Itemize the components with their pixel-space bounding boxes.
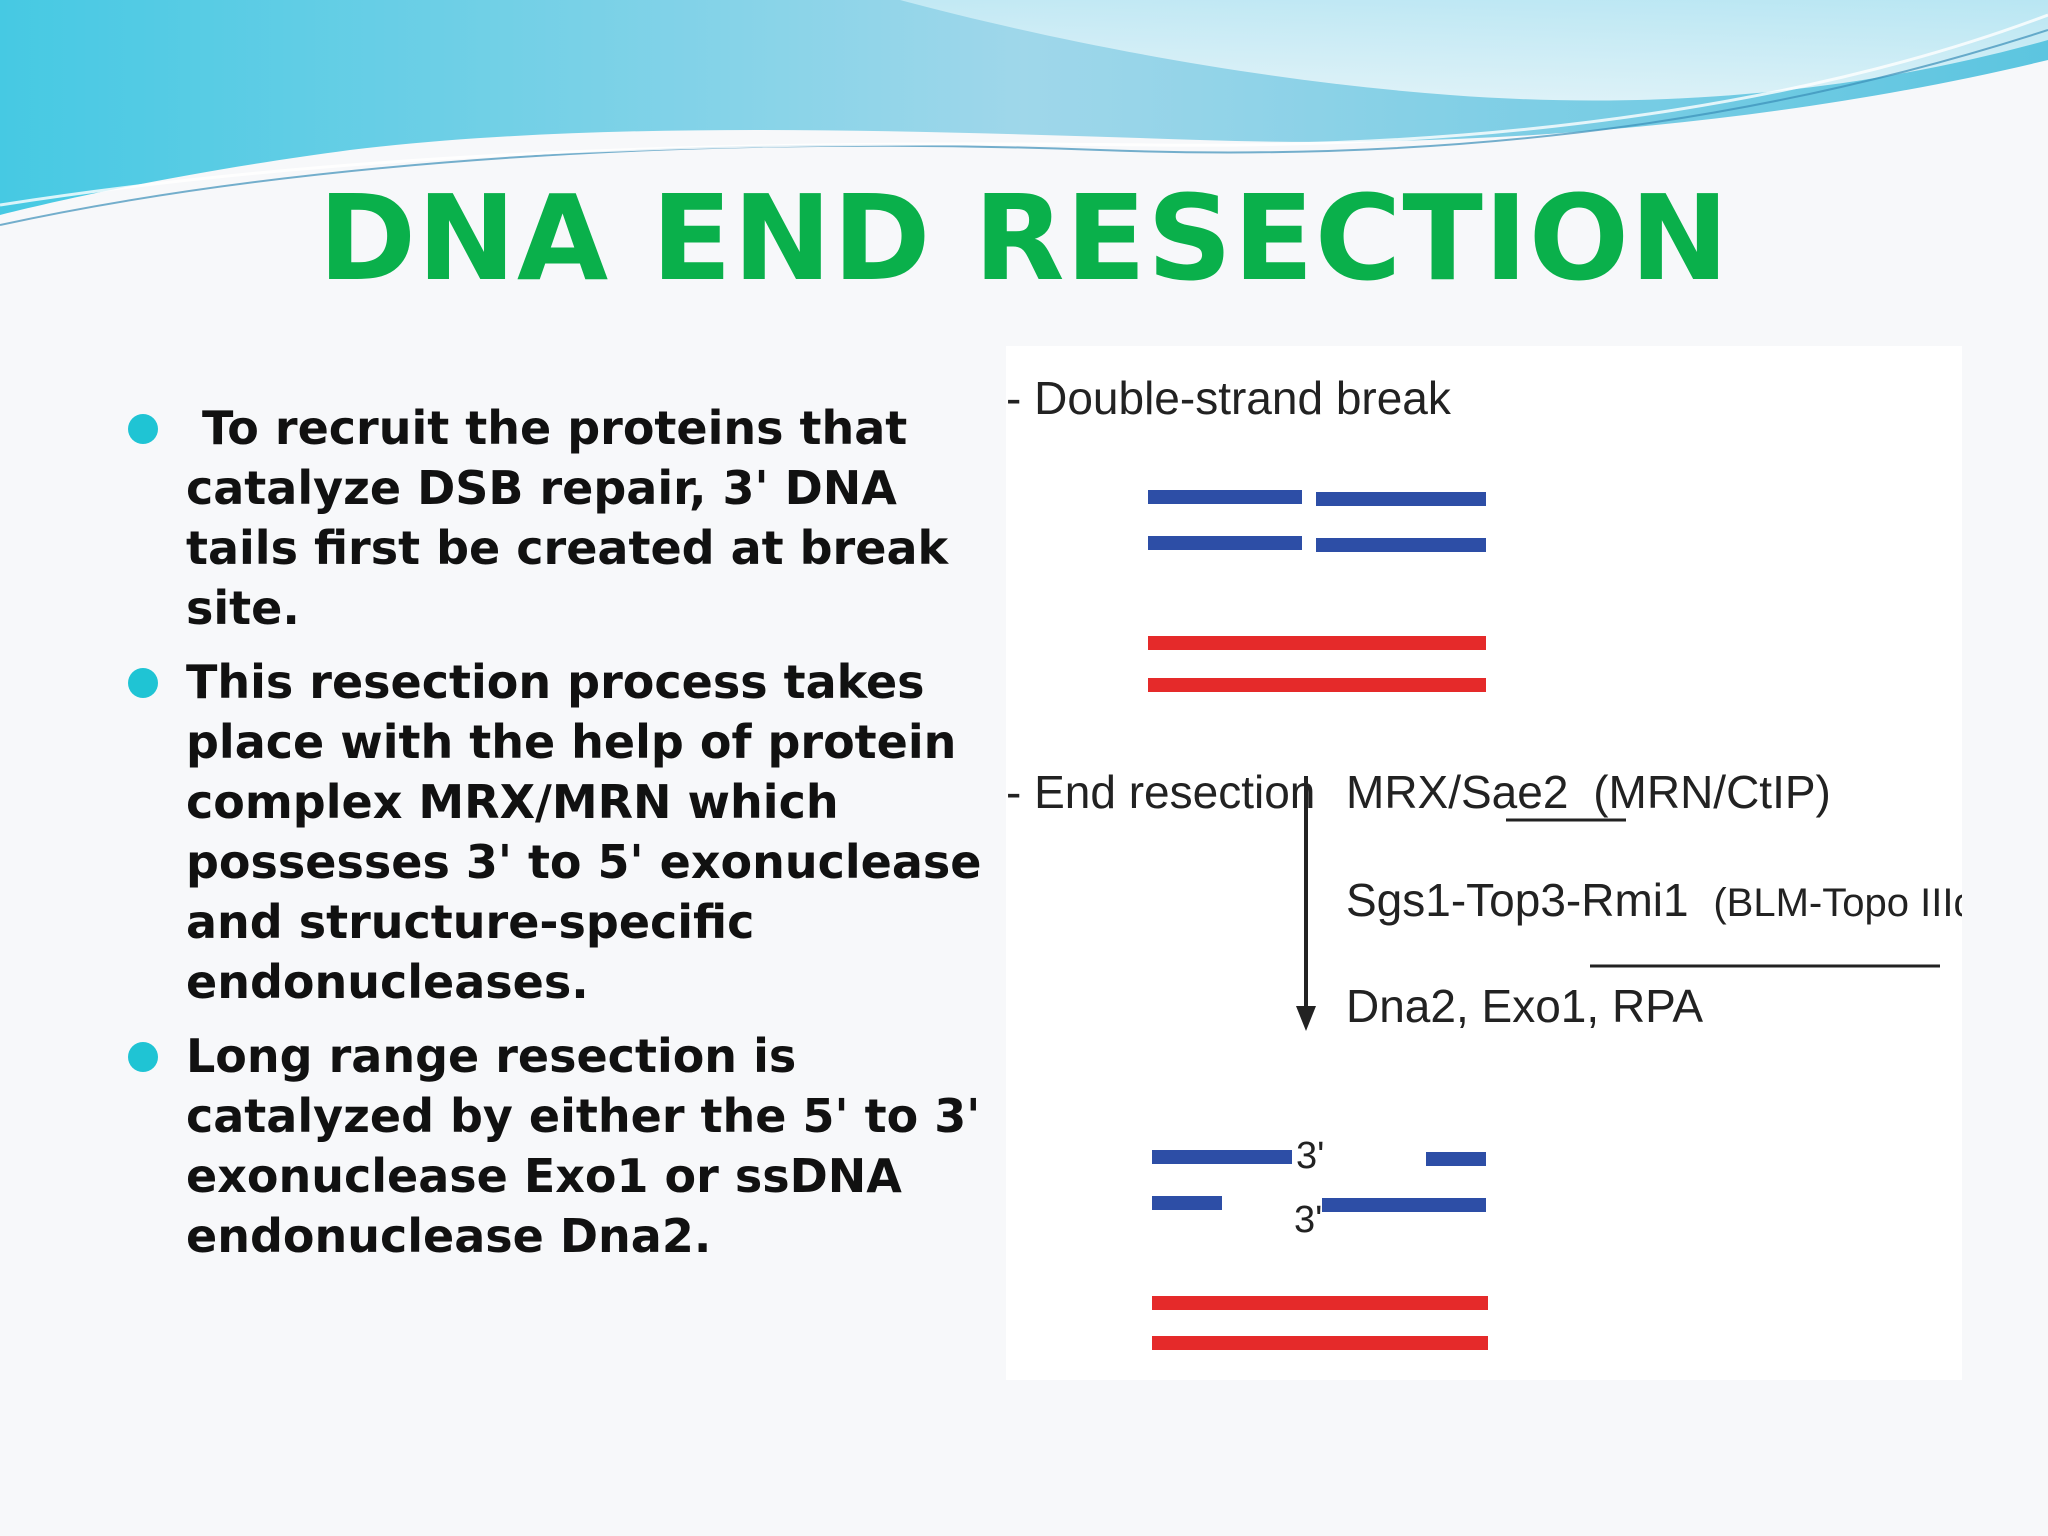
dna-resection-figure: - Double-strand break - End resection MR…: [1006, 346, 1962, 1380]
broken-strand-bottom-right: [1316, 538, 1486, 552]
bullet-marker-icon: [128, 414, 158, 444]
bullet-item: To recruit the proteins that catalyze DS…: [128, 398, 998, 638]
protein-line-2: Sgs1-Top3-Rmi1 (BLM-Topo IIIα-RMI1-RMI2): [1346, 874, 1962, 926]
intact-strand-bottom: [1148, 678, 1486, 692]
sgs1-top3-rmi1-label: Sgs1-Top3-Rmi1: [1346, 874, 1689, 926]
intact-strand-top: [1148, 636, 1486, 650]
bullet-text: Long range resection is catalyzed by eit…: [186, 1029, 981, 1263]
bullet-list: To recruit the proteins that catalyze DS…: [128, 398, 998, 1280]
intact-strand-top-final: [1152, 1296, 1488, 1310]
mrx-sae2-label: MRX/Sae2: [1346, 766, 1568, 818]
protein-line-1: MRX/Sae2 (MRN/CtIP): [1346, 766, 1831, 818]
end-resection-label: - End resection: [1006, 766, 1315, 818]
header-wave-decoration: [0, 0, 2048, 226]
dna-resection-diagram: - Double-strand break - End resection MR…: [1006, 372, 1962, 1350]
resected-strand-bottom-right: [1322, 1198, 1486, 1212]
resected-strand-bottom-left: [1152, 1196, 1222, 1210]
bullet-text: This resection process takes place with …: [186, 655, 982, 1009]
bullet-marker-icon: [128, 1042, 158, 1072]
mrn-ctip-label: (MRN/CtIP): [1593, 766, 1831, 818]
bullet-item: This resection process takes place with …: [128, 652, 998, 1012]
double-strand-break-label: - Double-strand break: [1006, 372, 1452, 424]
slide-title: DNA END RESECTION: [318, 169, 1730, 307]
arrow-head-icon: [1296, 1006, 1316, 1031]
three-prime-end-label-top: 3': [1296, 1135, 1324, 1177]
dna2-exo1-rpa-label: Dna2, Exo1, RPA: [1346, 980, 1703, 1032]
resected-strand-top-left: [1152, 1150, 1292, 1164]
broken-strand-bottom-left: [1148, 536, 1302, 550]
blm-topo-label: (BLM-Topo IIIα-RMI1-RMI2): [1713, 881, 1962, 925]
three-prime-end-label-bottom: 3': [1294, 1199, 1322, 1241]
bullet-marker-icon: [128, 668, 158, 698]
bullet-item: Long range resection is catalyzed by eit…: [128, 1026, 998, 1266]
intact-strand-bottom-final: [1152, 1336, 1488, 1350]
bullet-text: To recruit the proteins that catalyze DS…: [186, 401, 965, 635]
broken-strand-top-left: [1148, 490, 1302, 504]
resected-strand-top-right: [1426, 1152, 1486, 1166]
broken-strand-top-right: [1316, 492, 1486, 506]
